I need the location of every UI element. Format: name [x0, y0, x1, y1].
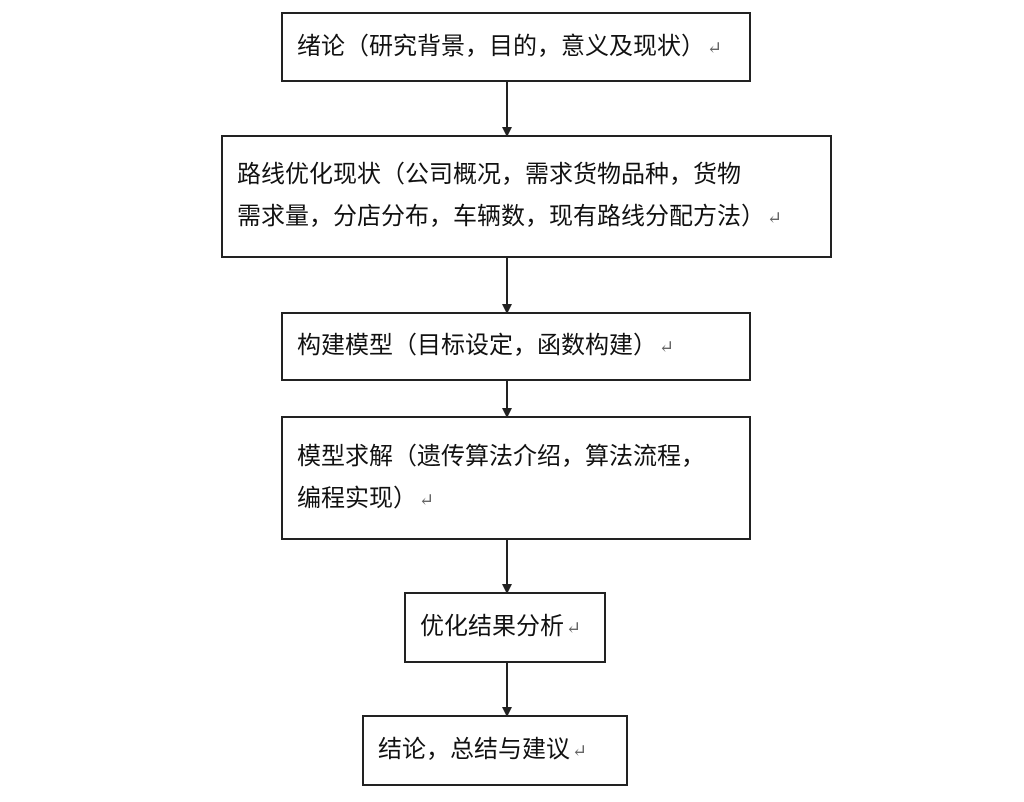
step-model-solving-line-1: 模型求解（遗传算法介绍，算法流程，: [297, 441, 705, 470]
step-route-status-line-2: 需求量，分店分布，车辆数，现有路线分配方法）↵: [237, 202, 783, 230]
step-conclusion: 结论，总结与建议↵: [362, 715, 628, 786]
step-result-analysis-line-1: 优化结果分析↵: [420, 612, 582, 640]
step-model-solving-line-2: 编程实现）↵: [297, 483, 435, 512]
step-result-analysis: 优化结果分析↵: [404, 592, 606, 663]
step-route-status: 路线优化现状（公司概况，需求货物品种，货物 需求量，分店分布，车辆数，现有路线分…: [221, 135, 832, 258]
step-route-status-line-1: 路线优化现状（公司概况，需求货物品种，货物: [237, 160, 741, 188]
step-model-solving: 模型求解（遗传算法介绍，算法流程， 编程实现）↵: [281, 416, 751, 540]
step-introduction: 绪论（研究背景，目的，意义及现状）↵: [281, 12, 751, 82]
step-build-model: 构建模型（目标设定，函数构建）↵: [281, 312, 751, 381]
step-build-model-line-1: 构建模型（目标设定，函数构建）↵: [297, 331, 675, 359]
step-introduction-line-1: 绪论（研究背景，目的，意义及现状）↵: [297, 31, 723, 60]
step-conclusion-line-1: 结论，总结与建议↵: [378, 735, 588, 763]
